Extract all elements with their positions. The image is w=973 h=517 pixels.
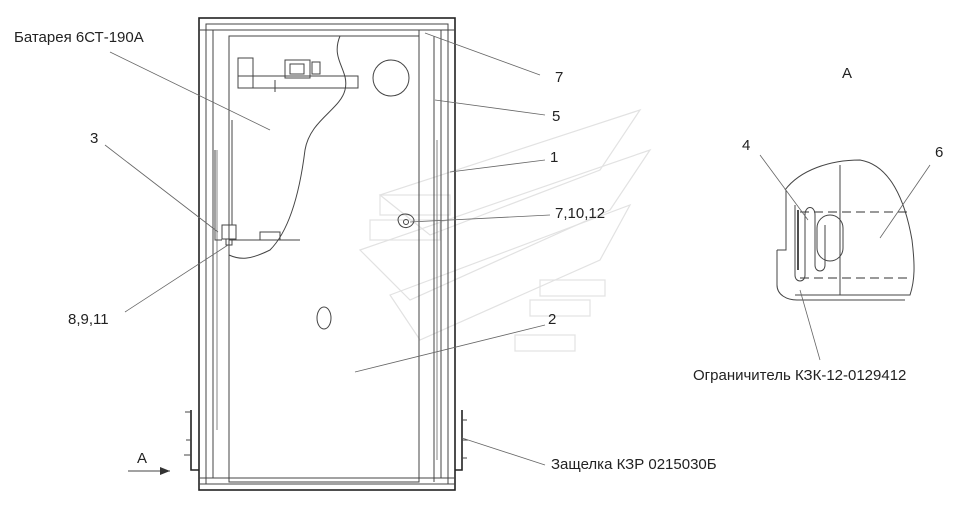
cabinet-body xyxy=(184,17,468,491)
label-part-5: 5 xyxy=(552,108,561,125)
label-parts-8-9-11: 8,9,11 xyxy=(68,311,109,328)
watermark-logo xyxy=(358,108,652,352)
label-limiter: Ограничитель КЗК-12-0129412 xyxy=(693,367,907,384)
battery-cutaway xyxy=(214,35,415,330)
label-view-a-title: А xyxy=(842,65,853,82)
leader-lines xyxy=(104,32,551,475)
label-part-3: 3 xyxy=(90,130,99,147)
label-part-4: 4 xyxy=(742,137,751,154)
label-latch: Защелка КЗР 0215030Б xyxy=(551,456,717,473)
label-battery: Батарея 6СТ-190А xyxy=(14,29,144,46)
label-part-1: 1 xyxy=(550,149,559,166)
detail-view-a xyxy=(759,154,931,361)
label-parts-7-10-12: 7,10,12 xyxy=(555,205,606,222)
label-arrow-a: А xyxy=(137,450,148,467)
label-part-2: 2 xyxy=(548,311,557,328)
label-part-6: 6 xyxy=(935,144,944,161)
label-part-7: 7 xyxy=(555,69,564,86)
